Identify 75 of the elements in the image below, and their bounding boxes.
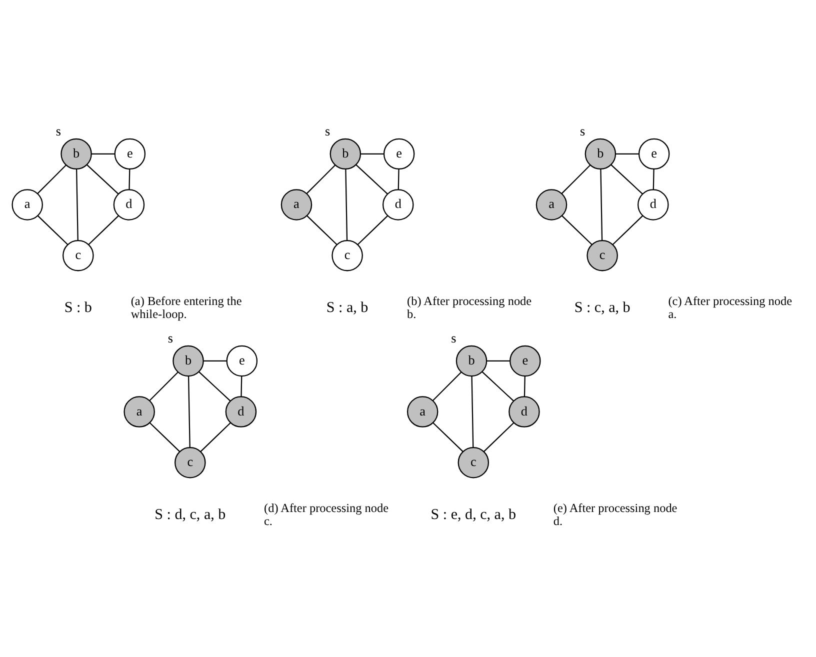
node-circle: e xyxy=(114,138,146,170)
node-label: s xyxy=(451,330,456,346)
connector xyxy=(610,164,643,194)
node-label: s xyxy=(168,330,173,346)
node-circle: d xyxy=(113,189,145,220)
node-circle: c xyxy=(174,446,206,478)
connector xyxy=(524,376,526,397)
connector xyxy=(562,215,592,245)
label: (b) After processing node b. xyxy=(407,294,532,322)
connector xyxy=(432,422,464,452)
node-circle: c xyxy=(458,446,490,478)
node-label: s xyxy=(56,123,61,138)
node-circle: e xyxy=(226,345,258,377)
connector xyxy=(306,215,338,245)
node-circle: d xyxy=(225,396,257,428)
label: S : b xyxy=(64,300,92,316)
connector xyxy=(37,215,68,245)
node-circle: a xyxy=(406,396,438,428)
node-circle: b xyxy=(330,138,362,170)
connector xyxy=(149,422,180,452)
node-circle: d xyxy=(382,189,414,220)
node-circle: a xyxy=(124,396,155,428)
connector xyxy=(149,372,178,401)
node-circle: e xyxy=(383,138,415,170)
node-circle: a xyxy=(280,189,312,220)
connector xyxy=(356,164,388,194)
node-circle: b xyxy=(584,138,616,170)
connector xyxy=(128,169,130,190)
connector xyxy=(188,376,190,448)
label: (d) After processing node c. xyxy=(264,500,389,528)
node-circle: e xyxy=(638,138,670,170)
label: S : e, d, c, a, b xyxy=(430,506,516,523)
connector xyxy=(86,164,119,194)
node-label: s xyxy=(324,123,330,138)
connector xyxy=(616,153,640,154)
node-circle: c xyxy=(332,240,363,272)
connector xyxy=(360,153,384,154)
connector xyxy=(612,215,643,245)
connector xyxy=(306,164,336,194)
node-circle: a xyxy=(12,189,43,220)
label: S : d, c, a, b xyxy=(154,506,226,523)
label: (c) After processing node a. xyxy=(668,294,792,322)
connector xyxy=(91,153,115,154)
connector xyxy=(200,422,231,452)
node-circle: d xyxy=(508,396,540,428)
connector xyxy=(345,169,348,240)
label: (a) Before entering the while-loop. xyxy=(130,294,242,322)
node-label: s xyxy=(580,123,586,138)
connector xyxy=(357,215,388,245)
connector xyxy=(652,169,654,190)
connector xyxy=(240,376,242,397)
connector xyxy=(484,422,514,452)
connector xyxy=(198,371,231,402)
connector xyxy=(482,371,514,402)
node-circle: c xyxy=(586,240,618,272)
connector xyxy=(398,169,400,190)
node-circle: b xyxy=(172,345,204,377)
connector xyxy=(561,164,590,194)
node-circle: d xyxy=(638,189,669,220)
label: (e) After processing node d. xyxy=(553,500,678,528)
label: S : a, b xyxy=(326,300,368,316)
connector xyxy=(76,169,78,240)
node-circle: a xyxy=(536,189,568,220)
connector xyxy=(88,215,119,245)
label: S : c, a, b xyxy=(574,300,630,316)
connector xyxy=(203,360,227,362)
node-circle: c xyxy=(62,240,94,272)
node-circle: b xyxy=(456,345,488,377)
node-circle: b xyxy=(60,138,92,170)
connector xyxy=(486,360,510,362)
connector xyxy=(37,164,66,194)
connector xyxy=(471,376,474,448)
node-circle: e xyxy=(510,345,541,377)
connector xyxy=(432,372,462,401)
connector xyxy=(600,169,603,240)
